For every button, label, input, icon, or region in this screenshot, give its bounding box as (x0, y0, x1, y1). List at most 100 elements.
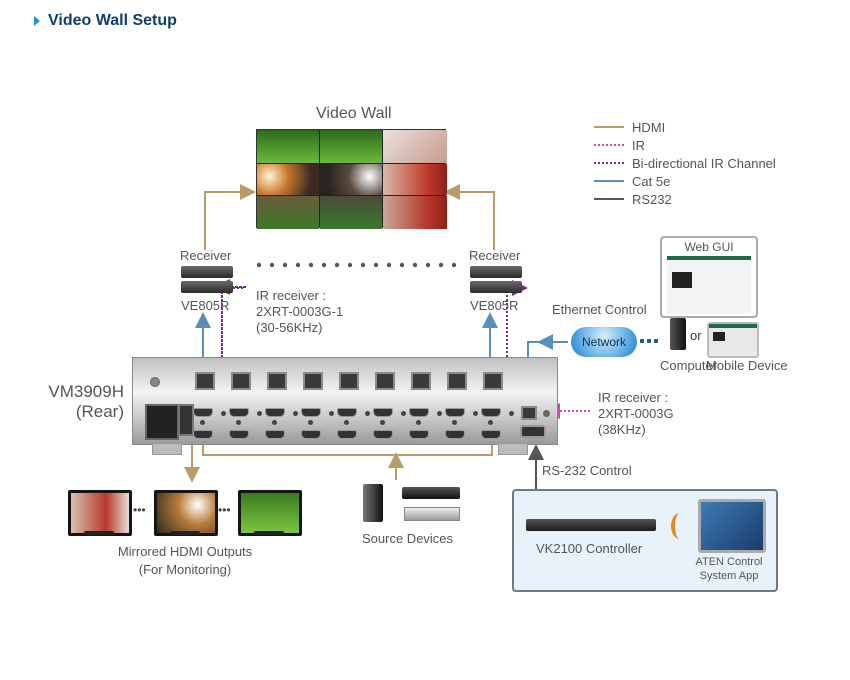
ir-jack (221, 411, 226, 416)
monitor-3 (238, 490, 302, 536)
port-led (236, 420, 241, 425)
port-led (416, 420, 421, 425)
or-label: or (690, 328, 702, 343)
monitor-stand (254, 531, 284, 535)
ir-jack (293, 411, 298, 416)
ir-receiver-right-label: IR receiver : 2XRT-0003G (38KHz) (598, 390, 674, 437)
source-receiver-icon (404, 507, 460, 521)
port-led (380, 420, 385, 425)
page-title: Video Wall Setup (34, 12, 177, 30)
hdmi-output-port (337, 430, 357, 439)
hdmi-output-port (373, 430, 393, 439)
web-gui-screenshot (667, 256, 751, 314)
triangle-bullet-icon (34, 16, 40, 26)
hdmi-output-port (445, 430, 465, 439)
matrix-label: VM3909H (Rear) (48, 382, 124, 421)
port-led (488, 420, 493, 425)
port-led (200, 420, 205, 425)
rj45-port (231, 372, 251, 390)
receiver-right-model: VE805R (470, 298, 519, 313)
wall-screen (257, 130, 319, 163)
ir-receiver-left-label: IR receiver : 2XRT-0003G-1 (30-56KHz) (256, 288, 344, 335)
ellipsis: ••• (133, 503, 146, 517)
source-pc-icon (363, 484, 383, 522)
hdmi-input-port (301, 408, 321, 417)
rs232-control-label: RS-232 Control (542, 463, 632, 478)
ir-jack (365, 411, 370, 416)
rs232-port (520, 425, 546, 438)
hdmi-output-port (301, 430, 321, 439)
computer-label: Computer (660, 358, 718, 373)
bi-ir-swatch (594, 162, 624, 164)
video-wall-grid (256, 129, 447, 229)
hdmi-swatch (594, 126, 624, 128)
ir-jack (437, 411, 442, 416)
rj45-port (447, 372, 467, 390)
legend-item-ir: IR (594, 136, 776, 154)
port-led (452, 420, 457, 425)
wall-screen (320, 164, 382, 195)
receiver-ellipsis-dots (256, 262, 457, 268)
receiver-left-device-top (181, 266, 233, 278)
port-led (272, 420, 277, 425)
rj45-port (267, 372, 287, 390)
legend-item-rs232: RS232 (594, 190, 776, 208)
rs232-swatch (594, 198, 624, 200)
monitor-stand (84, 531, 114, 535)
wall-screen (257, 164, 319, 195)
rj45-port (195, 372, 215, 390)
legend-item-bi-ir: Bi-directional IR Channel (594, 154, 776, 172)
port-led (344, 420, 349, 425)
wall-screen (257, 196, 319, 229)
wall-screen (383, 130, 447, 163)
wall-screen (320, 130, 382, 163)
receiver-right-device-top (470, 266, 522, 278)
rj45-port (483, 372, 503, 390)
mobile-device-icon (707, 322, 759, 358)
wall-screen (383, 196, 447, 229)
receiver-left-model: VE805R (181, 298, 230, 313)
tablet-app-icon (698, 499, 766, 553)
video-wall-label: Video Wall (316, 105, 392, 122)
hdmi-line-left-receiver (204, 184, 256, 250)
receiver-left-device-bottom (181, 281, 233, 293)
ir-jack (329, 411, 334, 416)
rj45-port (303, 372, 323, 390)
web-gui-preview (672, 272, 692, 288)
power-switch[interactable] (178, 404, 194, 436)
wireless-icon (671, 513, 689, 539)
source-player-icon (402, 487, 460, 499)
rj45-port (411, 372, 431, 390)
network-cloud: Network (571, 327, 637, 357)
ir-jack (509, 411, 514, 416)
web-gui-callout: Web GUI (660, 236, 758, 318)
vk2100-device (526, 519, 656, 531)
wall-screen (383, 164, 447, 195)
title-text: Video Wall Setup (48, 12, 177, 29)
aten-app-label: ATEN Control System App (695, 556, 763, 582)
hdmi-line-right-receiver (444, 184, 495, 250)
hdmi-output-port (193, 430, 213, 439)
rj45-port (339, 372, 359, 390)
ir-jack (473, 411, 478, 416)
monitor-1 (68, 490, 132, 536)
port-led (308, 420, 313, 425)
hdmi-input-port (373, 408, 393, 417)
ir-swatch (594, 144, 624, 146)
monitor-stand (170, 531, 200, 535)
ethernet-control-label: Ethernet Control (552, 302, 647, 317)
receiver-left-label: Receiver (180, 248, 232, 263)
legend: HDMI IR Bi-directional IR Channel Cat 5e… (594, 118, 776, 208)
mobile-device-label: Mobile Device (706, 358, 788, 373)
hdmi-output-port (229, 430, 249, 439)
ir-port (543, 410, 550, 417)
hdmi-input-port (445, 408, 465, 417)
hdmi-input-port (337, 408, 357, 417)
ir-jack (257, 411, 262, 416)
hdmi-output-port (481, 430, 501, 439)
network-link-dots (640, 339, 658, 343)
hdmi-input-port (481, 408, 501, 417)
ellipsis: ••• (218, 503, 231, 517)
ethernet-lan-port (521, 406, 537, 420)
vm3909h-device (132, 357, 558, 445)
